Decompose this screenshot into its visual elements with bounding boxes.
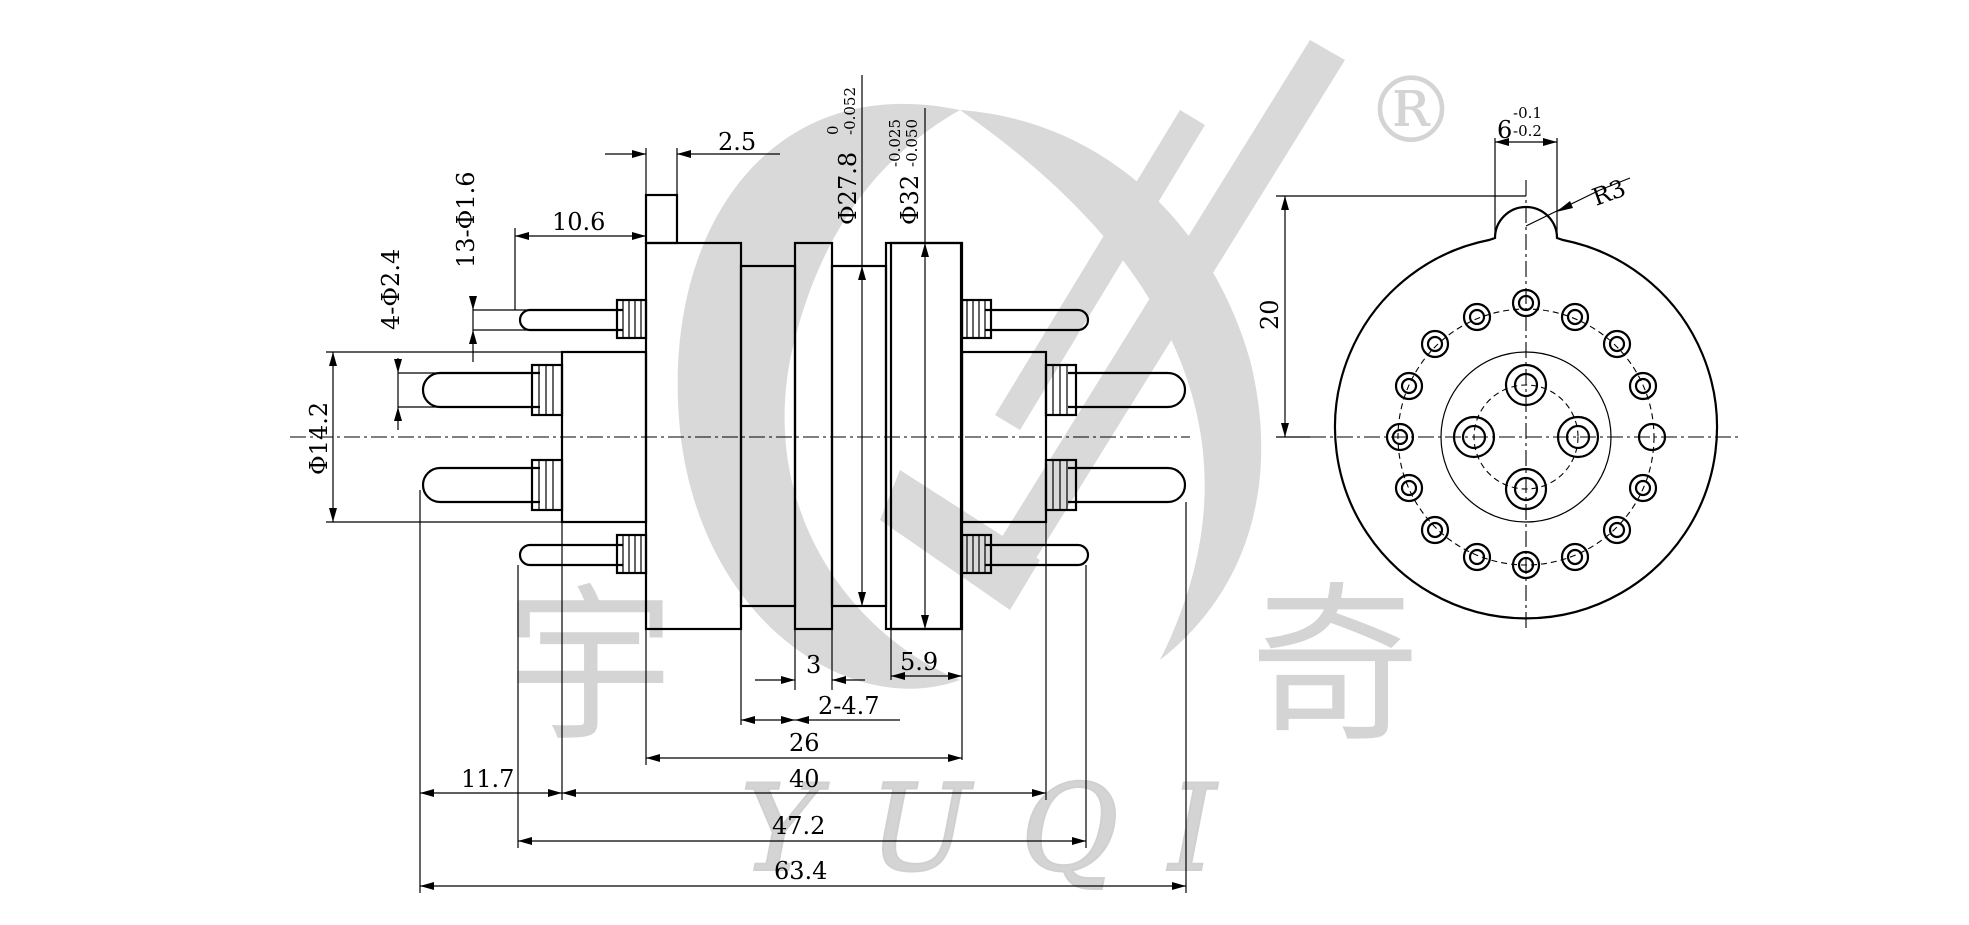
dim-63-4: 63.4 [774, 857, 827, 885]
dim-13-phi1-6: 13-Φ1.6 [452, 172, 480, 269]
dimension-arrows [329, 150, 1186, 890]
dim-5-9: 5.9 [900, 648, 938, 676]
outer-pin-holes [1385, 288, 1667, 580]
pins-right [960, 298, 1187, 575]
side-view: 2.5 10.6 13-Φ1.6 4-Φ2.4 Φ14.2 Φ27.8 0 -0… [290, 75, 1190, 893]
dim-4-phi2-4: 4-Φ2.4 [377, 249, 405, 330]
dimension-arrows-end [1281, 138, 1573, 437]
watermark-cjk-right: 奇 [1250, 568, 1420, 766]
watermark-logo: 宇 奇 YUQI ® [505, 40, 1457, 900]
right-flange [889, 241, 963, 631]
dim-47-2: 47.2 [772, 812, 825, 840]
dim-phi32-group: Φ32 -0.025 -0.050 [886, 119, 924, 225]
key-pin [644, 193, 679, 245]
tol-6-upper: -0.1 [1513, 104, 1542, 122]
tol-32-lower: -0.050 [903, 119, 921, 167]
dim-phi27-8-group: Φ27.8 0 -0.052 [824, 87, 862, 225]
dim-phi14-2: Φ14.2 [305, 402, 333, 475]
right-hub [960, 350, 1048, 524]
ring-3 [830, 264, 888, 608]
dimension-lines-end [1276, 138, 1631, 438]
dim-6-group: 6 -0.1 -0.2 [1497, 104, 1542, 144]
dim-26: 26 [789, 729, 820, 757]
dim-3: 3 [806, 651, 821, 679]
watermark-latin: YUQI [740, 760, 1266, 899]
end-view: 6 -0.1 -0.2 R3 20 [1256, 104, 1740, 630]
tol-32-upper: -0.025 [886, 119, 904, 167]
tol-27-8-upper: 0 [824, 125, 842, 135]
dim-20: 20 [1256, 299, 1284, 330]
dim-phi32: Φ32 [896, 175, 924, 225]
dim-6: 6 [1497, 116, 1512, 144]
watermark-cjk-left: 宇 [505, 568, 675, 766]
ring-4 [884, 241, 964, 631]
tol-6-lower: -0.2 [1513, 122, 1542, 140]
dimension-lines-side [326, 75, 1187, 893]
dim-10-6: 10.6 [552, 208, 605, 236]
left-hub [560, 350, 648, 524]
dim-11-7: 11.7 [461, 765, 514, 793]
dim-phi27-8: Φ27.8 [834, 152, 862, 225]
dim-2-5: 2.5 [718, 128, 756, 156]
registered-mark: ® [1365, 57, 1457, 164]
inner-pin-holes [1452, 363, 1600, 511]
dim-40: 40 [789, 765, 820, 793]
tol-27-8-lower: -0.052 [841, 87, 859, 135]
dim-r3: R3 [1588, 174, 1629, 212]
dim-2-4-7: 2-4.7 [818, 692, 880, 720]
